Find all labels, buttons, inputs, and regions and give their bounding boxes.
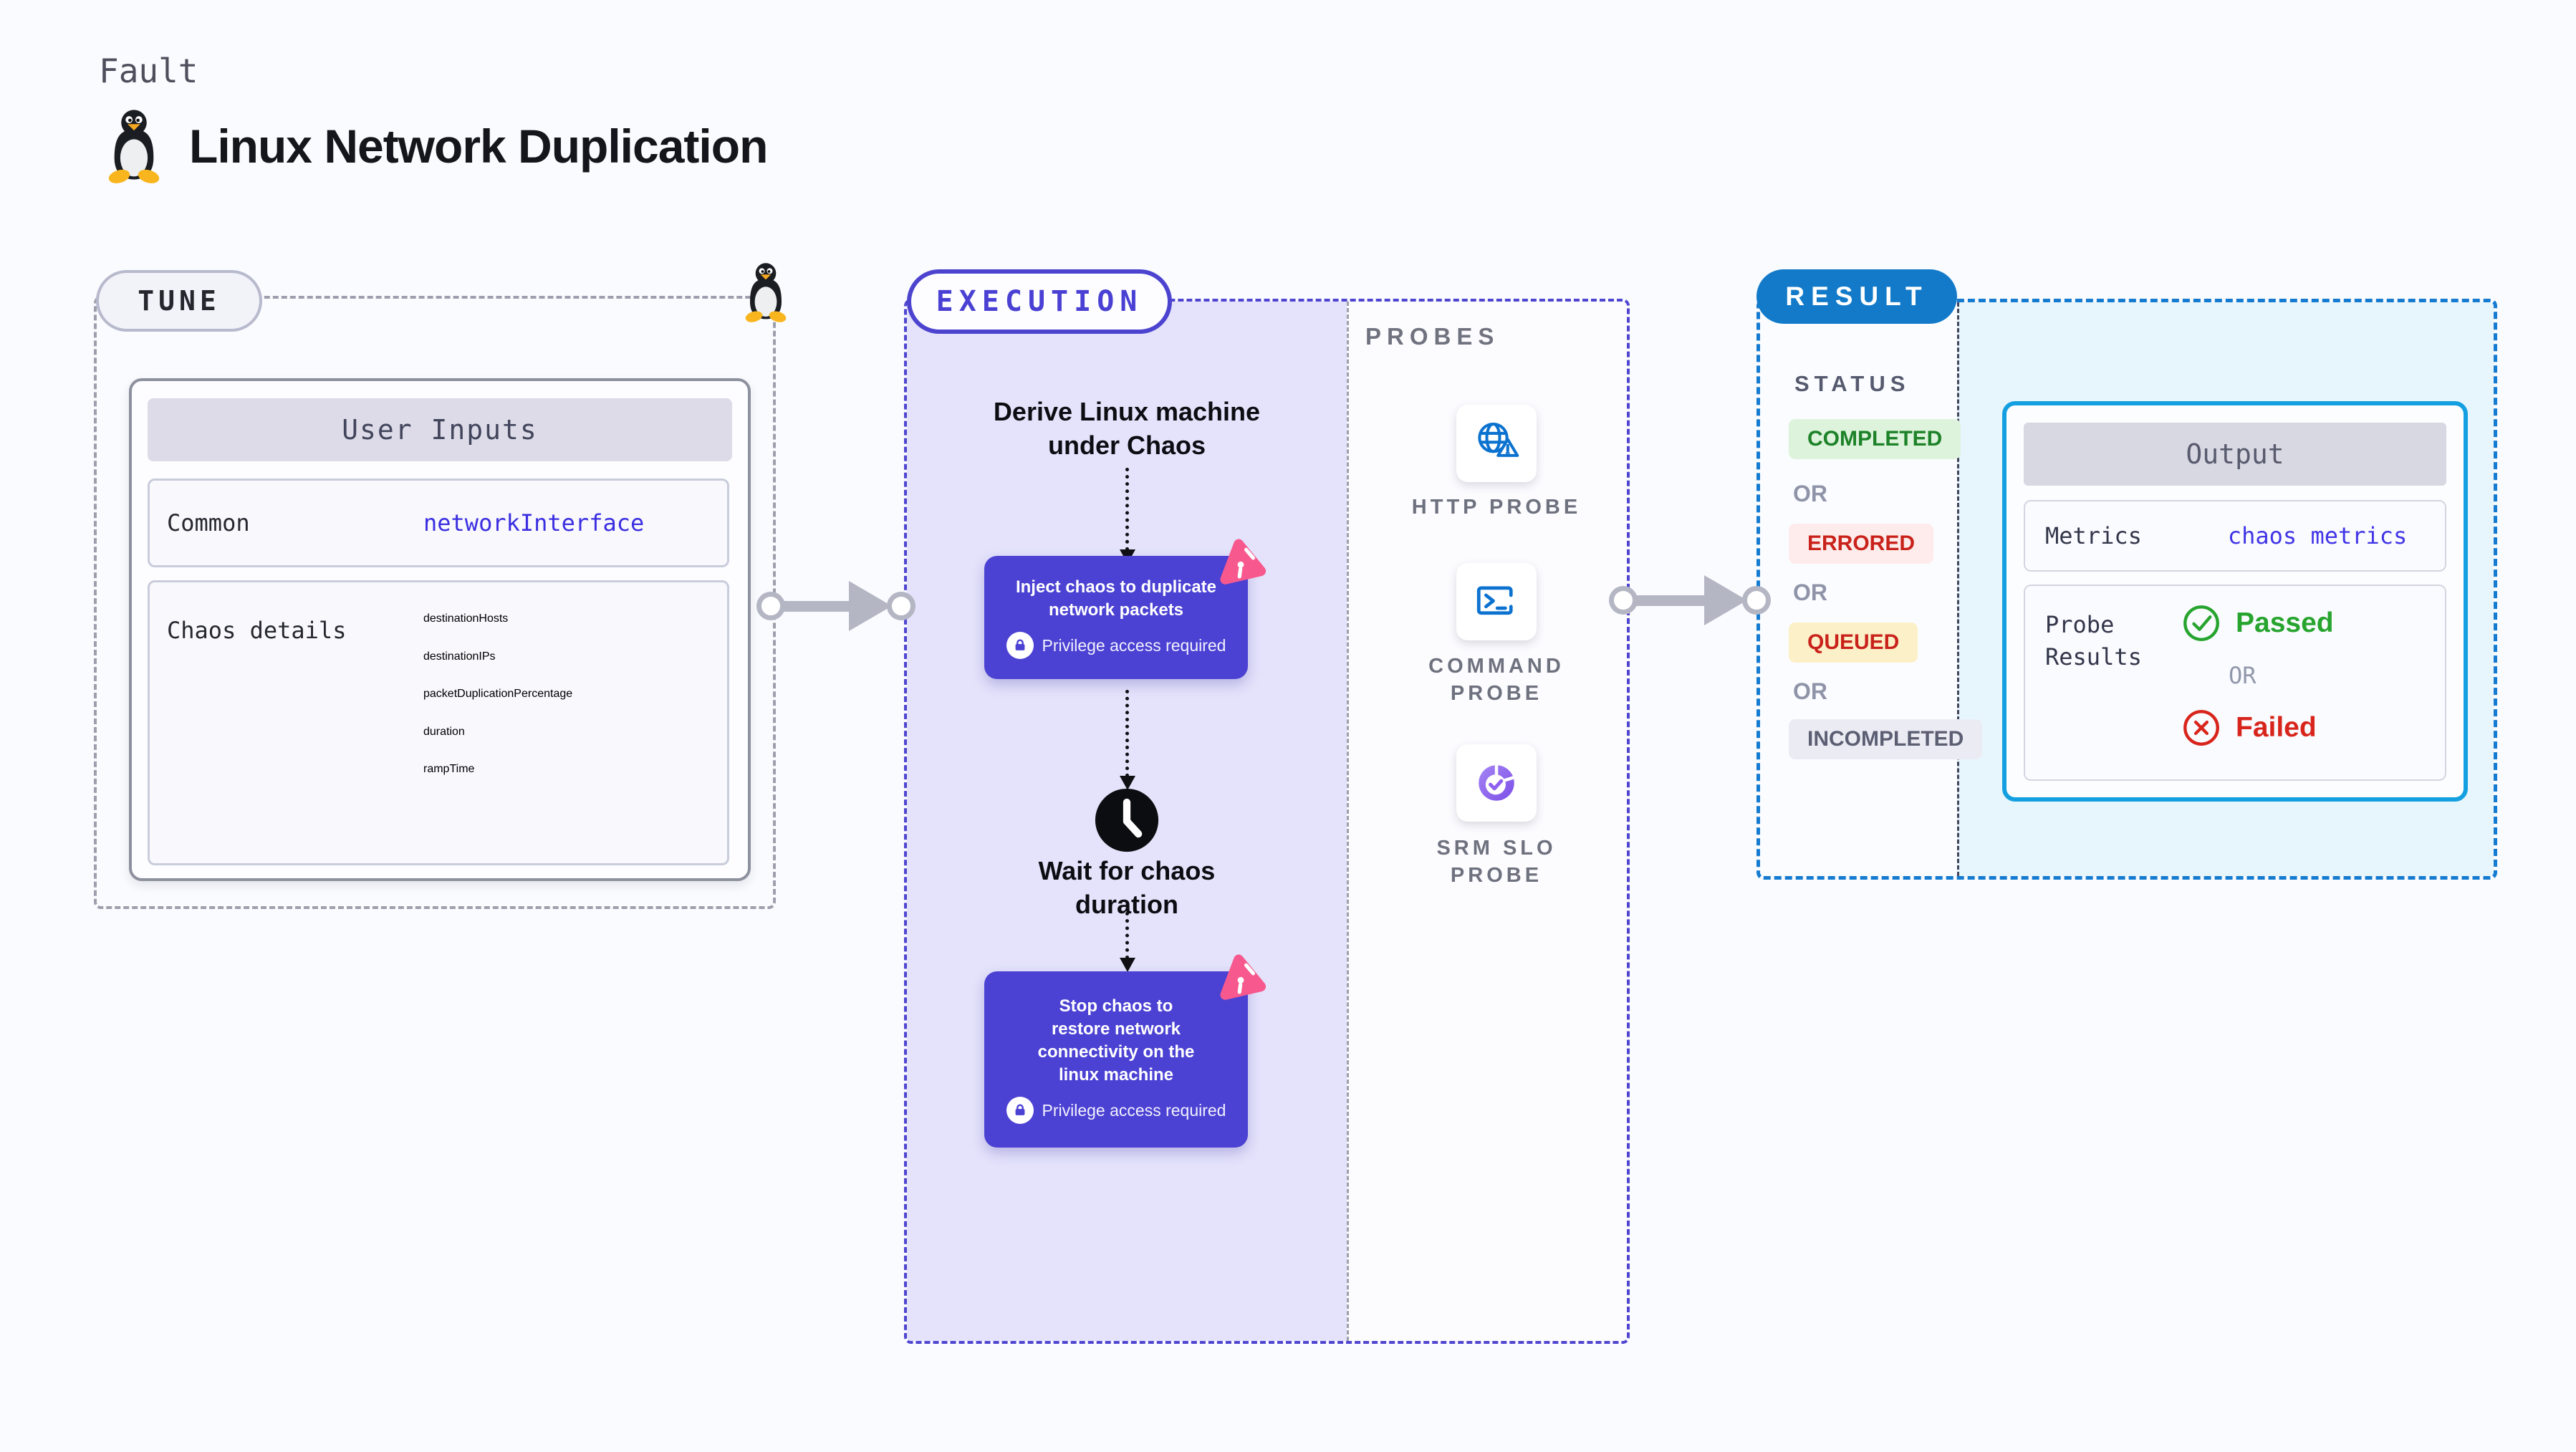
fault-eyebrow: Fault [99,52,198,90]
row-label: Chaos details [167,617,347,644]
privilege-note: Privilege access required [1042,1100,1226,1120]
page-title: Linux Network Duplication [189,120,768,173]
chaos-logo-icon [1211,949,1272,1009]
probe-label: SRM SLO PROBE [1436,837,1557,888]
arrow-head [849,581,892,631]
user-inputs-card: User Inputs Common networkInterface Chao… [129,378,751,881]
privilege-note: Privilege access required [1042,635,1226,655]
privilege-row: Privilege access required [1006,632,1226,660]
probe-results-row: Probe Results Passed OR [2024,585,2446,781]
row-value: rampTime [423,763,475,776]
arrow-end-node [1742,586,1771,615]
probe-results-states: Passed OR Failed [2181,603,2334,748]
tune-badge: TUNE [96,270,262,332]
srm-slo-probe-card [1456,744,1537,822]
flow-connector [1125,912,1129,959]
arrow-end-node [887,592,915,620]
probe-label: COMMAND PROBE [1428,655,1565,706]
arrow-start-node [1609,586,1638,615]
flow-connector [1125,690,1129,777]
probes-heading: PROBES [1365,323,1500,350]
status-column-area [1760,302,1957,876]
user-inputs-title: User Inputs [148,398,732,461]
metrics-value: chaos metrics [2227,522,2408,549]
result-badge: RESULT [1756,269,1957,324]
x-circle-icon [2183,710,2219,746]
status-heading: STATUS [1794,371,1911,396]
probes-to-result-arrow [1609,574,1771,626]
passed-state: Passed [2181,603,2334,643]
arrow-start-node [756,592,785,620]
table-row-chaos-details: Chaos details destinationHosts destinati… [148,580,729,865]
inject-chaos-step: Inject chaos to duplicate network packet… [984,539,1267,679]
flow-connector-arrowhead [1120,776,1135,790]
row-value: duration [423,725,465,738]
privilege-row: Privilege access required [1006,1097,1226,1125]
linux-tux-icon [105,109,163,183]
output-card: Output Metrics chaos metrics Probe Resul… [2002,401,2468,802]
lock-icon [1006,1097,1034,1125]
failed-label: Failed [2236,712,2317,743]
row-value: packetDuplicationPercentage [423,688,573,701]
result-panel: STATUS COMPLETED OR ERRORED OR QUEUED OR… [1756,299,2497,880]
row-value: destinationHosts [423,612,509,625]
derive-step-text: Derive Linux machine under Chaos [993,397,1261,460]
stop-step-label: Stop chaos to restore network connectivi… [1037,996,1195,1085]
metrics-row: Metrics chaos metrics [2024,500,2446,572]
output-or: OR [2229,662,2257,689]
globe-warning-icon [1478,422,1519,457]
command-probe-card [1456,563,1537,640]
execution-panel: PROBES Derive Linux machine under Chaos … [904,299,1630,1344]
execution-badge: EXECUTION [907,269,1172,334]
metrics-label: Metrics [2045,521,2142,549]
status-badge-completed: COMPLETED [1789,419,1961,459]
failed-state: Failed [2181,708,2334,748]
terminal-icon [1476,586,1513,615]
flow-connector [1125,468,1129,551]
stop-chaos-step: Stop chaos to restore network connectivi… [984,954,1267,1148]
tune-to-execution-arrow [756,580,915,632]
output-title: Output [2024,423,2446,486]
table-row-common: Common networkInterface [148,479,729,567]
arrow-head [1704,575,1747,625]
row-values: destinationHosts destinationIPs packetDu… [423,582,727,777]
probe-results-label: Probe Results [2045,611,2142,670]
status-or: OR [1793,678,1827,704]
arrow-shaft [782,600,852,612]
status-badge-queued: QUEUED [1789,622,1918,663]
flow-connector-arrowhead [1120,958,1135,972]
passed-label: Passed [2236,607,2334,638]
clock-icon [1093,787,1160,854]
tune-tux-icon [742,261,789,324]
check-circle-icon [2183,605,2219,641]
slo-pie-icon [1479,764,1515,801]
probe-label: HTTP PROBE [1411,496,1582,519]
status-badge-incompleted: INCOMPLETED [1789,719,1983,759]
status-or: OR [1793,580,1827,605]
arrow-shaft [1634,595,1708,606]
lock-icon [1006,632,1034,660]
row-label: Common [167,509,250,537]
row-value: destinationIPs [423,650,496,663]
status-badge-errored: ERRORED [1789,524,1934,564]
status-or: OR [1793,481,1827,506]
chaos-logo-icon [1211,534,1272,594]
inject-step-label: Inject chaos to duplicate network packet… [1015,577,1217,620]
http-probe-card [1456,405,1537,482]
row-value: networkInterface [423,509,645,537]
title-row: Linux Network Duplication [105,109,768,183]
